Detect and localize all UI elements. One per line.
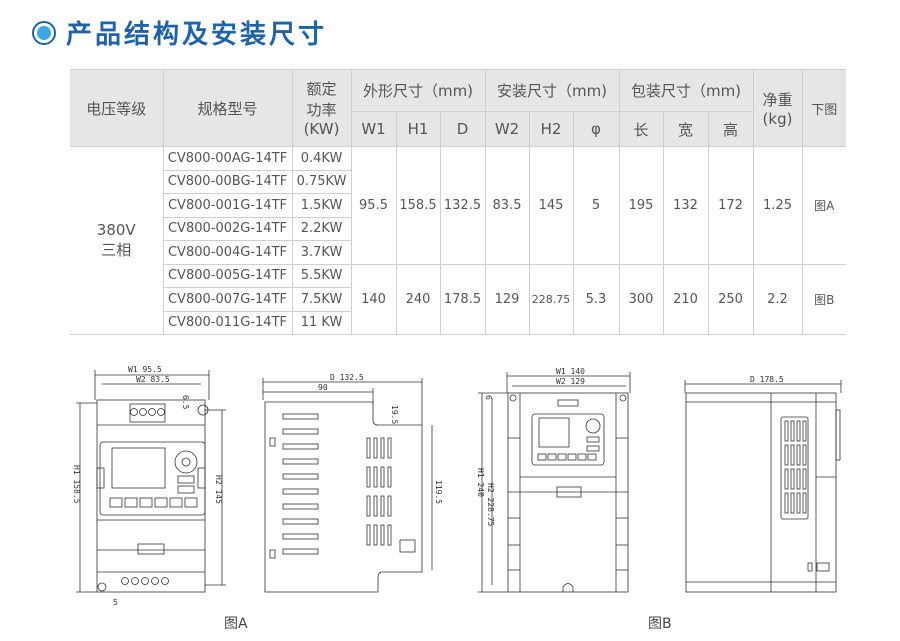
- figure-a-side-view: D 132.5 90 19.5 119.5: [262, 373, 443, 593]
- w2-cell: 83.5: [484, 146, 530, 265]
- model-cell: CV800-011G-14TF: [163, 310, 293, 335]
- figure-b-caption: 图B: [648, 616, 672, 632]
- figure-b-side-view: D 178.5: [684, 375, 842, 593]
- w2-cell: 129: [484, 263, 530, 335]
- w1-cell: 95.5: [350, 146, 397, 265]
- dim-w2: W2 129: [556, 377, 585, 386]
- header-w1: W1: [351, 111, 397, 147]
- dim-w1: W1 140: [556, 367, 585, 376]
- header-voltage: 电压等级: [70, 69, 164, 147]
- power-cell: 2.2KW: [291, 216, 351, 241]
- dim-h1: H1 240: [476, 468, 485, 497]
- h2-cell: 228.75: [528, 263, 574, 335]
- table-row: CV800-005G-14TF 5.5KW 140 240 178.5 129 …: [70, 263, 846, 335]
- header-power: 额定功率(KW): [291, 69, 352, 147]
- figure-cell: 图A: [801, 146, 846, 265]
- dim-h2: H2 228.75: [486, 483, 495, 527]
- page-title: 产品结构及安装尺寸: [32, 14, 327, 51]
- model-cell: CV800-004G-14TF: [163, 240, 293, 265]
- header-h2: H2: [528, 111, 574, 147]
- header-w2: W2: [484, 111, 530, 147]
- header-length: 长: [618, 111, 664, 147]
- dim-119-5: 119.5: [434, 480, 443, 504]
- h2-cell: 145: [528, 146, 574, 265]
- radio-circle-icon: [32, 20, 56, 45]
- header-h1: H1: [395, 111, 441, 147]
- power-cell: 5.5KW: [291, 263, 352, 288]
- header-height: 高: [707, 111, 753, 147]
- dim-w2: W2 83.5: [136, 375, 170, 384]
- dim-h1: H1 158.5: [72, 465, 81, 504]
- dim-d: D 178.5: [750, 375, 784, 384]
- header-install: 安装尺寸（mm): [484, 69, 620, 112]
- header-figure: 下图: [801, 69, 846, 147]
- header-model: 规格型号: [162, 69, 293, 147]
- dim-h2: H2 145: [214, 475, 223, 504]
- height-cell: 172: [707, 146, 754, 265]
- phi-cell: 5.3: [572, 263, 620, 335]
- dim-hole: 5: [113, 598, 118, 607]
- dim-w1: W1 95.5: [128, 365, 162, 374]
- power-cell: 7.5KW: [291, 287, 351, 312]
- w1-cell: 140: [350, 263, 397, 335]
- header-outer: 外形尺寸（mm): [350, 69, 486, 112]
- model-cell: CV800-007G-14TF: [163, 287, 293, 312]
- dim-top-offset: 6: [484, 395, 493, 400]
- header-weight: 净重(kg): [752, 69, 803, 147]
- weight-cell: 2.2: [752, 263, 803, 335]
- title-text: 产品结构及安装尺寸: [66, 20, 328, 50]
- figure-a-front-view: W1 95.5 W2 83.5 H1 158.5 H2 145 6.5 5: [72, 365, 226, 607]
- header-d: D: [439, 111, 486, 147]
- model-cell: CV800-005G-14TF: [163, 263, 293, 288]
- d-cell: 132.5: [439, 146, 486, 265]
- length-cell: 300: [618, 263, 664, 335]
- spec-table: 电压等级 规格型号 额定功率(KW) 外形尺寸（mm) 安装尺寸（mm) 包装尺…: [70, 69, 846, 335]
- header-width: 宽: [662, 111, 709, 147]
- figure-a-caption: 图A: [224, 616, 248, 632]
- h1-cell: 240: [395, 263, 441, 335]
- dim-d: D 132.5: [330, 373, 364, 382]
- power-cell: 3.7KW: [291, 240, 351, 265]
- power-cell: 11 KW: [291, 310, 351, 335]
- header-package: 包装尺寸（mm): [618, 69, 754, 112]
- dim-19-5: 19.5: [390, 405, 399, 424]
- dim-90: 90: [318, 383, 328, 392]
- figure-b-front-view: W1 140 W2 129 H1 240 H2 228.75 6: [476, 367, 631, 593]
- dim-top-offset: 6.5: [181, 395, 190, 410]
- figure-cell: 图B: [801, 263, 846, 335]
